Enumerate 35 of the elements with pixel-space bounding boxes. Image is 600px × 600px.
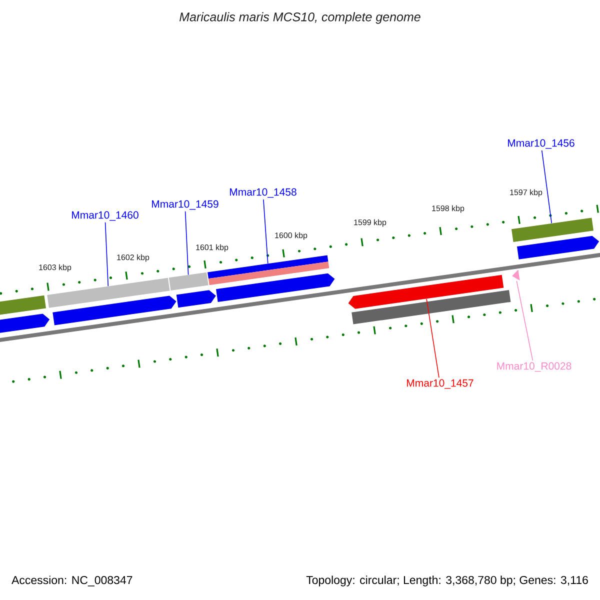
gene-label: Mmar10_1456 xyxy=(508,139,574,149)
rna-marker xyxy=(512,270,520,280)
leader-line xyxy=(516,280,534,361)
gene-block xyxy=(176,290,216,308)
tick-label: 1600 kbp xyxy=(275,232,308,240)
gene-bar xyxy=(0,295,46,316)
leader-line xyxy=(426,298,440,378)
leader-line xyxy=(541,150,552,224)
gene-bar xyxy=(168,272,208,291)
gene-bar xyxy=(352,290,511,324)
leader-line xyxy=(184,211,189,276)
gene-label: Mmar10_R0028 xyxy=(497,362,572,372)
gene-bar xyxy=(208,255,330,286)
footer-text: Topology: circular; Length: 3,368,780 bp; Genes: 3,116 xyxy=(306,576,588,586)
gene-block xyxy=(0,314,50,334)
tick-label: 1603 kbp xyxy=(39,264,72,272)
gene-bar xyxy=(512,218,594,242)
gene-label: Mmar10_1460 xyxy=(72,211,138,221)
tick-label: 1601 kbp xyxy=(196,244,228,252)
leader-line xyxy=(263,199,268,264)
tick-label: 1602 kbp xyxy=(117,254,150,262)
leader-line xyxy=(104,222,109,286)
title: Maricaulis maris MCS10, complete genome xyxy=(180,12,420,24)
gene-bar xyxy=(47,278,170,308)
gene-block xyxy=(216,273,335,302)
tick-label: 1598 kbp xyxy=(432,205,464,213)
footer-text: Accession: NC_008347 xyxy=(12,576,132,586)
gene-block xyxy=(516,236,600,260)
tick-label: 1599 kbp xyxy=(354,219,386,227)
gene-label: Mmar10_1459 xyxy=(152,200,218,210)
tick-label: 1597 kbp xyxy=(510,189,542,197)
gene-block xyxy=(348,274,504,309)
gene-label: Mmar10_1458 xyxy=(230,188,296,198)
gene-label: Mmar10_1457 xyxy=(407,379,474,389)
gene-block xyxy=(52,296,176,326)
